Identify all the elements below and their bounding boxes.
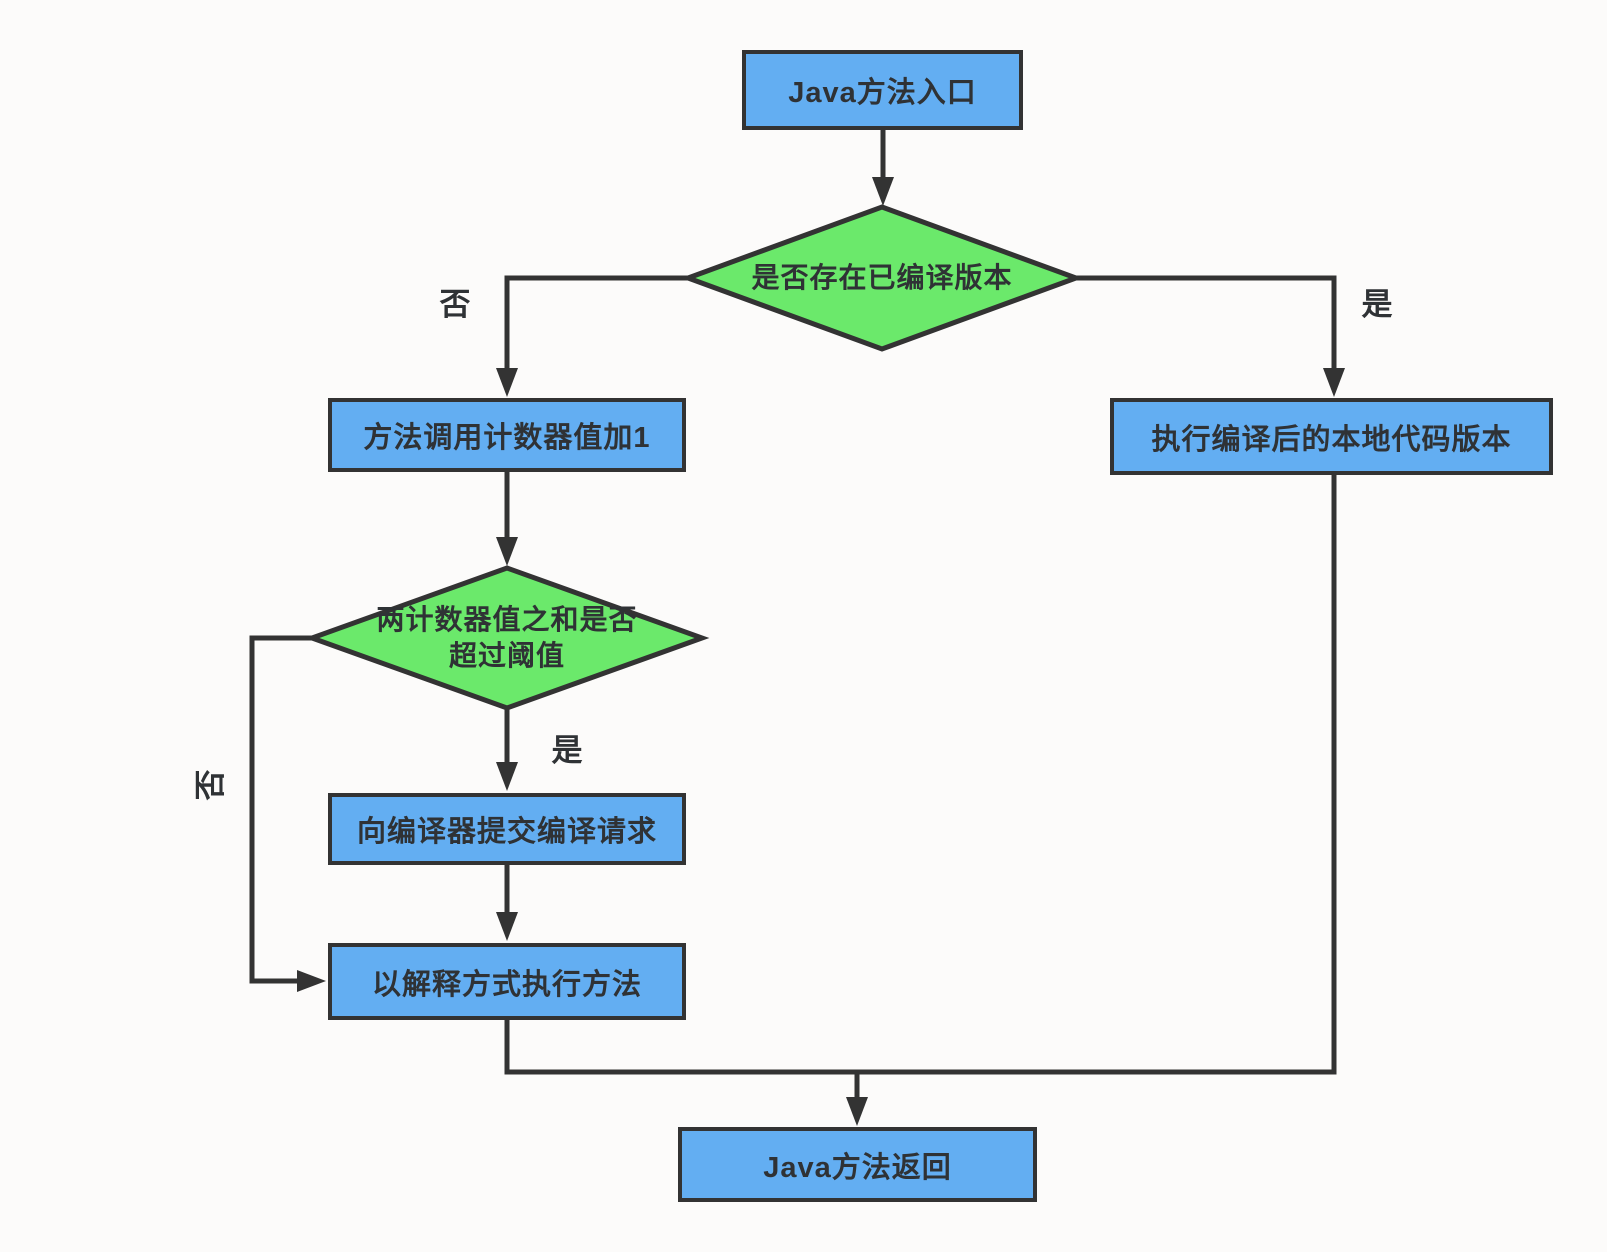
entry-node: Java方法入口 [742, 50, 1023, 130]
edge-decision1-no [504, 275, 688, 371]
increment-counter-node: 方法调用计数器值加1 [328, 398, 686, 472]
label-compiled-yes: 是 [1361, 286, 1393, 322]
arrowhead-icon [496, 537, 518, 566]
label-compiled-no: 否 [439, 286, 471, 322]
arrowhead-icon [496, 762, 518, 791]
decision-threshold-shape [304, 565, 710, 711]
label-threshold-no: 否 [192, 769, 228, 801]
run-native-code-node: 执行编译后的本地代码版本 [1110, 398, 1553, 475]
decision-compiled-exists-shape [680, 204, 1084, 352]
submit-compile-node: 向编译器提交编译请求 [328, 793, 686, 865]
edge-merge-rail [504, 475, 1337, 1075]
interpret-node: 以解释方式执行方法 [328, 943, 686, 1020]
edge-decision1-yes [1076, 275, 1337, 371]
arrowhead-icon [297, 970, 326, 992]
label-threshold-yes: 是 [551, 732, 583, 768]
arrowhead-icon [496, 912, 518, 941]
arrowhead-icon [496, 368, 518, 397]
edge-decision2-no-loop [249, 635, 312, 984]
arrowhead-icon [846, 1097, 868, 1126]
return-node: Java方法返回 [678, 1127, 1037, 1202]
arrowhead-icon [1323, 368, 1345, 397]
arrowhead-icon [872, 177, 894, 206]
